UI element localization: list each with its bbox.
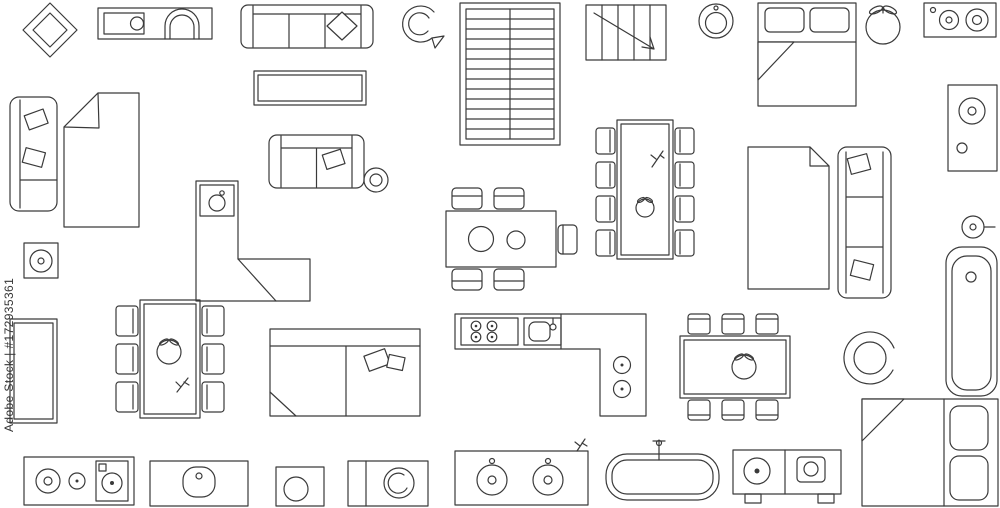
round-washbasin-icon xyxy=(698,3,734,39)
swivel-arrow-icon xyxy=(402,5,445,49)
double-bed-bottom-icon xyxy=(861,398,999,507)
sofa-bed-icon xyxy=(269,328,421,417)
dining-table-six-chairs-2-icon xyxy=(679,313,791,421)
sideboard-icon xyxy=(253,70,367,106)
potted-plant-icon xyxy=(865,5,901,45)
bathtub-vertical-icon xyxy=(945,246,998,397)
u-staircase-icon xyxy=(459,2,561,146)
stool-icon xyxy=(363,167,389,193)
folded-rug-icon xyxy=(63,92,140,228)
wall-lamp-icon xyxy=(961,215,996,239)
l-kitchen-counter-icon xyxy=(454,313,647,417)
appliance-unit-icon xyxy=(23,456,135,506)
straight-staircase-icon xyxy=(585,4,667,61)
dining-table-six-chairs-icon xyxy=(115,299,225,419)
tub-chair-icon xyxy=(843,331,895,385)
corner-kitchen-unit-icon xyxy=(195,180,311,302)
long-dining-table-icon xyxy=(595,119,695,260)
bathtub-horizontal-icon xyxy=(605,439,720,501)
double-washbasin-icon xyxy=(454,438,589,506)
two-seat-sofa-icon xyxy=(268,134,365,189)
watermark-text: Adobe Stock | #172935361 xyxy=(2,277,16,432)
two-burner-cooktop-icon xyxy=(923,2,997,38)
three-seat-sofa-icon xyxy=(240,4,374,49)
washbasin-cabinet-icon xyxy=(149,460,249,507)
washing-machine-icon xyxy=(347,460,429,507)
rotated-armchair-icon xyxy=(22,2,78,58)
cabinet-with-basin-icon xyxy=(275,466,325,507)
nightstand-icon xyxy=(23,242,59,279)
speaker-cabinet-icon xyxy=(947,84,998,172)
office-desk-icon xyxy=(97,7,213,40)
double-bed-icon xyxy=(757,2,857,107)
shelf-unit-icon xyxy=(9,318,58,424)
dining-table-five-chairs-icon xyxy=(445,187,578,291)
folded-rug-2-icon xyxy=(747,146,830,290)
three-cushion-sofa-icon xyxy=(837,146,892,299)
chaise-longue-icon xyxy=(9,96,58,212)
desk-with-drawers-icon xyxy=(732,449,842,504)
